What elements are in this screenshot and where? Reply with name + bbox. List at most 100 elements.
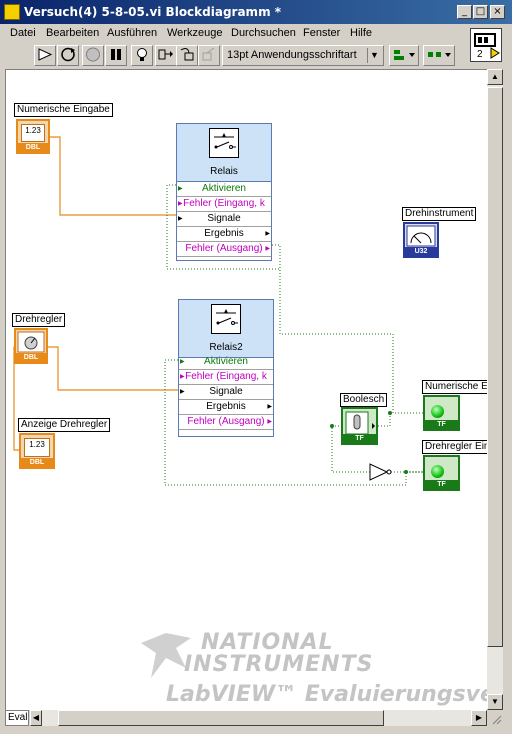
menu-werkzeuge[interactable]: Werkzeuge [167, 27, 223, 39]
relay-icon [209, 128, 239, 158]
terminal-error-out[interactable]: Fehler (Ausgang)▶ [177, 242, 271, 257]
menu-datei[interactable]: Datei [10, 27, 36, 39]
stop-sign-icon [86, 47, 100, 62]
abort-button[interactable] [82, 45, 104, 66]
help-window-icon [474, 33, 500, 59]
labview-app-icon[interactable] [4, 4, 20, 20]
led-icon [431, 405, 444, 418]
scroll-right-button[interactable]: ▶ [471, 710, 487, 726]
watermark-line2: INSTRUMENTS [184, 652, 374, 677]
context-help-value: 2 [477, 49, 483, 60]
numeric-input-terminal[interactable]: 1.23 DBL [16, 119, 50, 154]
wire-knob-to-relais2 [48, 346, 178, 391]
terminal-result[interactable]: Ergebnis▶ [177, 227, 271, 242]
vertical-scrollbar[interactable]: ▲ ▼ [487, 69, 503, 710]
terminal-error-in[interactable]: ▶Fehler (Eingang, k [179, 370, 273, 385]
run-arrow-icon [38, 48, 53, 61]
numeric-led-terminal[interactable]: TF [423, 395, 460, 431]
terminal-signals[interactable]: ▶Signale [179, 385, 273, 400]
lightbulb-icon [137, 48, 147, 61]
terminal-error-in[interactable]: ▶Fehler (Eingang, k [177, 197, 271, 212]
wire-junction-dot [404, 470, 408, 474]
eval-label: Eval [5, 710, 29, 726]
ni-eagle-logo-icon [141, 633, 191, 678]
knob-terminal[interactable]: DBL [14, 328, 48, 364]
terminal-error-out[interactable]: Fehler (Ausgang)▶ [179, 415, 273, 430]
watermark-line3: LabVIEW™ Evaluierungsversion [166, 682, 487, 707]
numeric-input-type: DBL [18, 143, 48, 152]
gauge-label[interactable]: Drehinstrument [402, 207, 477, 221]
terminal-activate[interactable]: ▶Aktivieren [177, 182, 271, 197]
horizontal-scroll-thumb[interactable] [58, 710, 384, 726]
menu-durchsuchen[interactable]: Durchsuchen [231, 27, 296, 39]
horizontal-scrollbar[interactable]: ▶ [42, 710, 487, 726]
wire-relais2-activate [164, 359, 423, 486]
knob-led-terminal[interactable]: TF [423, 455, 460, 491]
step-out-button[interactable] [198, 45, 220, 66]
block-diagram-canvas[interactable]: Numerische Eingabe 1.23 DBL Drehregler D… [5, 69, 487, 710]
terminal-activate[interactable]: ▶Aktivieren [179, 355, 273, 370]
scroll-left-button[interactable]: ◀ [30, 710, 42, 726]
knob-display-label[interactable]: Anzeige Drehregler [18, 418, 111, 432]
menu-bar: Datei Bearbeiten Ausführen Werkzeuge Dur… [0, 24, 512, 44]
menu-fenster[interactable]: Fenster [303, 27, 341, 39]
pause-icon [111, 49, 121, 60]
resize-grip-icon[interactable] [490, 713, 502, 725]
step-into-icon [180, 48, 194, 61]
vertical-scroll-thumb[interactable] [487, 87, 503, 647]
wire-relais-error-out [272, 244, 425, 414]
menu-ausfuehren[interactable]: Ausführen [107, 27, 158, 39]
express-vi-relais2[interactable]: Relais2 ▶Aktivieren ▶Fehler (Eingang, k … [178, 299, 274, 437]
run-continuous-icon [61, 47, 75, 62]
numeric-led-type: TF [425, 420, 458, 429]
retain-wire-values-button[interactable] [155, 45, 177, 66]
terminal-signals[interactable]: ▶Signale [177, 212, 271, 227]
close-button[interactable]: × [490, 5, 505, 19]
gauge-type: U32 [405, 247, 437, 256]
boolean-label[interactable]: Boolesch [340, 393, 388, 407]
boolean-terminal[interactable]: TF [341, 407, 378, 445]
run-button[interactable] [34, 45, 56, 66]
numeric-input-label[interactable]: Numerische Eingabe [14, 103, 113, 117]
font-selector[interactable]: 13pt Anwendungsschriftart ▼ [222, 45, 384, 66]
wire-relais-activate [166, 184, 280, 270]
chevron-down-icon: ▼ [367, 48, 381, 63]
express-vi-name: Relais2 [209, 342, 243, 353]
step-into-button[interactable] [176, 45, 198, 66]
minimize-button[interactable]: _ [457, 5, 472, 19]
menu-bearbeiten[interactable]: Bearbeiten [46, 27, 100, 39]
knob-label[interactable]: Drehregler [12, 313, 66, 327]
title-bar: Versuch(4) 5-8-05.vi Blockdiagramm * _ □… [0, 0, 512, 24]
scroll-up-button[interactable]: ▲ [487, 69, 503, 85]
distribute-objects-button[interactable] [423, 45, 455, 66]
context-help-icon[interactable]: 2 [470, 28, 502, 62]
maximize-button[interactable]: □ [473, 5, 488, 19]
express-vi-header: Relais [177, 124, 271, 182]
wire-numeric-input-to-relais [50, 136, 177, 216]
menu-hilfe[interactable]: Hilfe [350, 27, 373, 39]
knob-display-terminal[interactable]: 1.23 DBL [19, 433, 55, 469]
wire-junction-dot [330, 424, 334, 428]
scroll-down-button[interactable]: ▼ [487, 694, 503, 710]
toggle-switch-icon [345, 411, 375, 435]
probe-icon [158, 49, 173, 60]
gauge-icon [406, 225, 436, 247]
express-vi-name: Relais [210, 166, 238, 177]
step-out-icon [202, 47, 215, 61]
numeric-input-value: 1.23 [25, 126, 41, 135]
window-title: Versuch(4) 5-8-05.vi Blockdiagramm * [24, 5, 282, 19]
pause-button[interactable] [105, 45, 127, 66]
led-icon [431, 465, 444, 478]
watermark-line1: NATIONAL [201, 630, 334, 655]
knob-led-label[interactable]: Drehregler Ein [422, 440, 487, 454]
gauge-terminal[interactable]: U32 [403, 222, 439, 258]
express-vi-header: Relais2 [179, 300, 273, 358]
wire-junction-dot [388, 411, 392, 415]
terminal-result[interactable]: Ergebnis▶ [179, 400, 273, 415]
knob-display-value: 1.23 [29, 440, 45, 449]
highlight-execution-button[interactable] [131, 45, 153, 66]
run-continuously-button[interactable] [57, 45, 79, 66]
align-objects-button[interactable] [389, 45, 419, 66]
express-vi-relais[interactable]: Relais ▶Aktivieren ▶Fehler (Eingang, k ▶… [176, 123, 272, 261]
numeric-led-label[interactable]: Numerische Ei [422, 380, 487, 394]
